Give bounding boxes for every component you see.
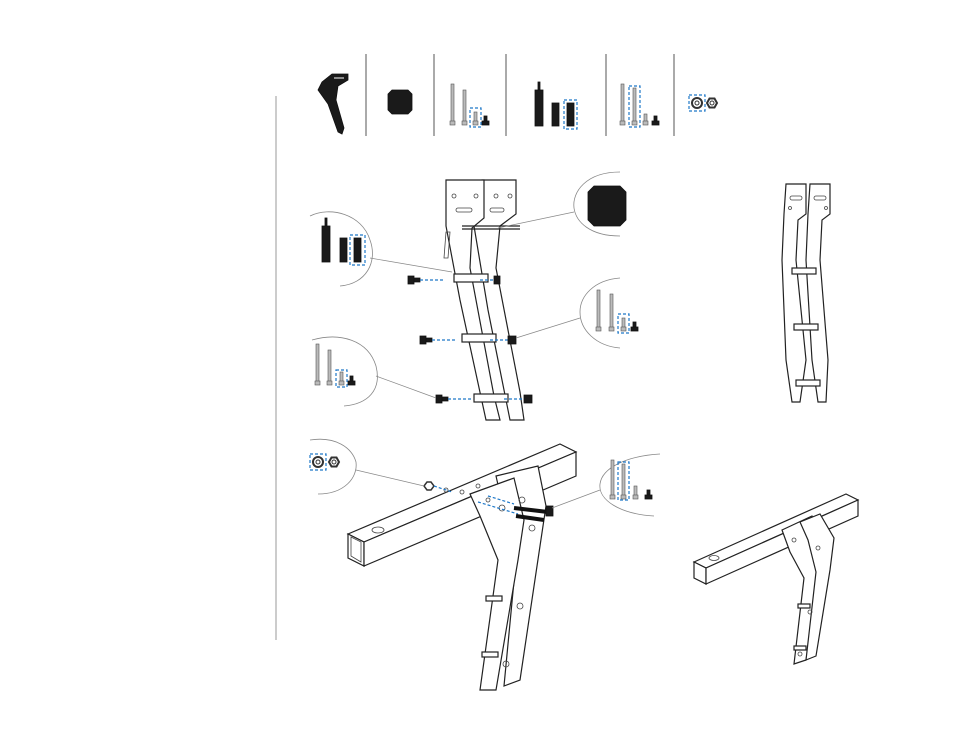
nut-washer-part-icon — [689, 95, 717, 111]
spacer-set-part-icon — [535, 82, 577, 129]
bolt-set-part-icon — [450, 84, 489, 127]
callout-bolts-left — [312, 337, 436, 406]
bracket-part-icon — [318, 74, 348, 134]
step-1-bracket-assembly — [310, 172, 638, 420]
step-2-beam-mounting — [310, 439, 660, 690]
end-cap-part-icon — [388, 90, 412, 114]
bolt-set-2-part-icon — [620, 84, 659, 127]
step-1-result — [782, 184, 830, 402]
callout-spacers — [310, 212, 452, 286]
step-2-result — [694, 494, 858, 664]
parts-bar — [318, 54, 717, 136]
callout-bolts-right — [516, 278, 638, 348]
callout-nut-washer — [310, 439, 424, 494]
